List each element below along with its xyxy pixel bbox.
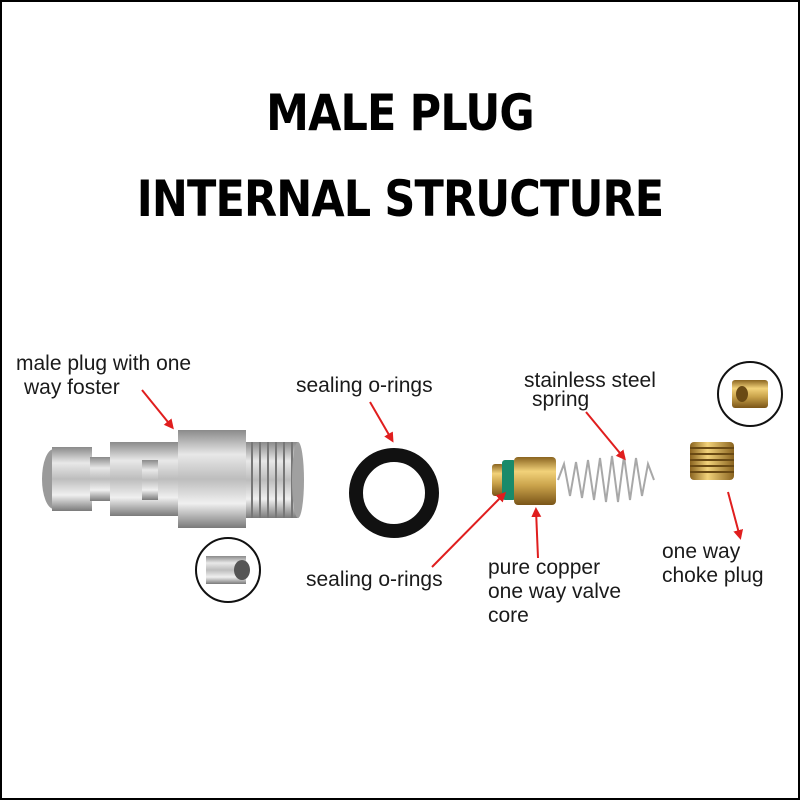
- label-choke-line-1: one way: [662, 540, 741, 563]
- arrow-oring-bottom: [431, 491, 507, 568]
- arrow-choke-plug: [727, 491, 744, 540]
- label-spring-line-1: stainless steel: [524, 369, 656, 392]
- label-male-plug-line-2: way foster: [24, 376, 120, 399]
- o-ring-image: [349, 448, 439, 538]
- plug-end-detail-image: [195, 537, 261, 603]
- title-line-1: MALE PLUG: [266, 84, 535, 142]
- arrow-spring: [585, 411, 626, 461]
- valve-core-image: [492, 457, 556, 505]
- choke-plug-image: [690, 442, 734, 480]
- label-valve-line-1: pure copper: [488, 556, 601, 579]
- pointer-arrows: [141, 389, 744, 568]
- spring-image: [557, 455, 655, 503]
- label-male-plug-line-1: male plug with one: [16, 352, 192, 375]
- title-line-2: INTERNAL STRUCTURE: [136, 170, 664, 228]
- choke-plug-detail-image: [717, 361, 783, 427]
- arrow-valve-core: [531, 507, 542, 559]
- label-sealing-top: sealing o-rings: [296, 374, 433, 397]
- label-spring-line-2: spring: [532, 388, 590, 411]
- arrow-male-plug: [141, 389, 174, 430]
- label-valve-line-3: core: [488, 604, 529, 627]
- label-sealing-bottom: sealing o-rings: [306, 568, 443, 591]
- label-valve-line-2: one way valve: [488, 580, 622, 603]
- male-plug-image: [42, 430, 304, 528]
- label-choke-line-2: choke plug: [662, 564, 764, 587]
- arrow-oring-top: [369, 401, 394, 443]
